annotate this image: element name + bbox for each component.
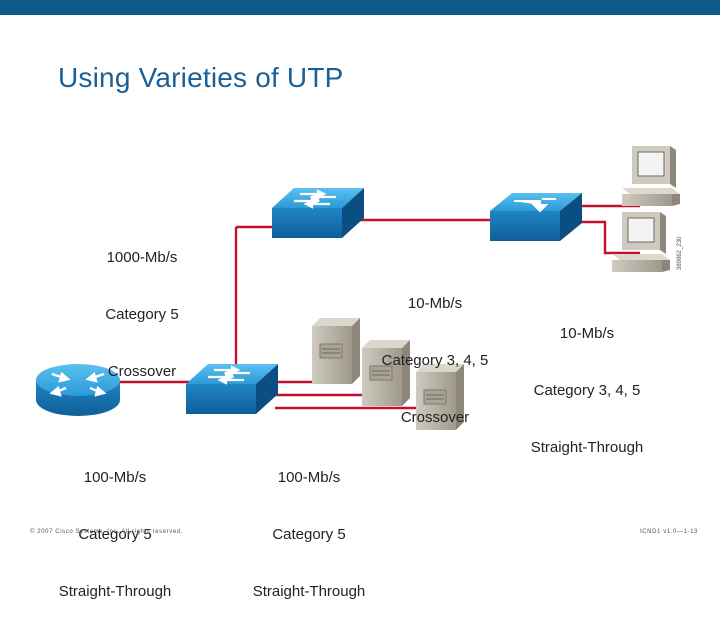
label-line: Category 5 (78, 526, 152, 543)
server-icon (312, 318, 360, 384)
hub-icon (490, 193, 582, 241)
label-100-servers: 100-Mb/s Category 5 Straight-Through (244, 430, 374, 620)
network-diagram (36, 146, 680, 430)
label-line: Category 3, 4, 5 (533, 382, 641, 399)
label-line: Crossover (107, 363, 177, 380)
label-line: Straight-Through (252, 583, 366, 600)
label-line: 10-Mb/s (559, 325, 615, 342)
label-line: Crossover (400, 409, 470, 426)
figure-id: 389862_230 (677, 236, 683, 270)
copyright-footer: © 2007 Cisco Systems, Inc. All rights re… (30, 529, 184, 535)
label-line: 10-Mb/s (407, 295, 463, 312)
label-line: 100-Mb/s (83, 469, 147, 486)
label-line: Straight-Through (58, 583, 172, 600)
label-line: Category 3, 4, 5 (381, 352, 489, 369)
top-banner (0, 0, 720, 15)
server-icon (362, 340, 410, 406)
pc-icon (612, 212, 670, 272)
cable-1000-crossover (200, 225, 278, 384)
slide-title: Using Varieties of UTP (58, 62, 344, 93)
router-icon (36, 364, 120, 416)
label-100-router: 100-Mb/s Category 5 Straight-Through (50, 430, 180, 620)
pc-icon (622, 146, 680, 206)
slide-number-footer: ICND1 v1.0—1-13 (639, 529, 698, 535)
label-line: Category 5 (105, 306, 179, 323)
label-line: Category 5 (272, 526, 346, 543)
label-10-crossover: 10-Mb/s Category 3, 4, 5 Crossover (372, 256, 498, 446)
label-1000-crossover: 1000-Mb/s Category 5 Crossover (92, 210, 192, 400)
switch-icon (272, 188, 364, 238)
label-line: 1000-Mb/s (106, 249, 178, 266)
cable-hub-pc2 (580, 220, 640, 255)
label-10-straight: 10-Mb/s Category 3, 4, 5 Straight-Throug… (522, 286, 652, 476)
server-icon (416, 364, 464, 430)
label-line: 100-Mb/s (277, 469, 341, 486)
switch-icon (186, 364, 278, 414)
label-line: Straight-Through (530, 439, 644, 456)
